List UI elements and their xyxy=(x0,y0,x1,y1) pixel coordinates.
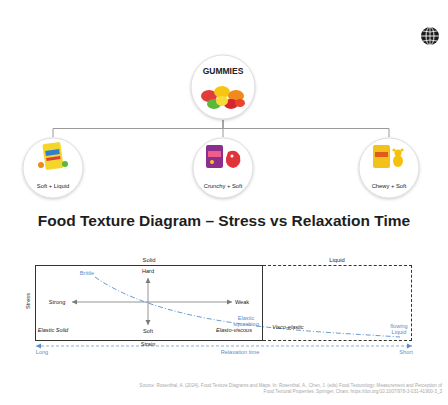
chart-label: Soft xyxy=(143,328,153,334)
circle-shape xyxy=(359,138,419,198)
chart-label: Strain xyxy=(141,341,156,347)
sour-candy-packet xyxy=(38,142,68,170)
chart-label: Visco-elastic xyxy=(272,324,303,330)
chart-label: Short xyxy=(399,349,412,355)
chart-label: flowing Liquid xyxy=(388,323,410,335)
relaxation-time-arrow xyxy=(36,346,412,347)
texture-curve xyxy=(95,277,400,337)
chewy-candy-packet xyxy=(373,145,404,168)
chart-label: Long xyxy=(36,349,48,355)
chart-label: Stress xyxy=(25,293,31,309)
circle-shape xyxy=(23,138,83,198)
globe-logo xyxy=(421,27,439,45)
diagram-title: Food Texture Diagram – Stress vs Relaxat… xyxy=(24,211,424,231)
texture-circle: Chewy + Soft xyxy=(358,137,420,199)
chart-label: Strong xyxy=(49,299,65,305)
node-label: Chewy + Soft xyxy=(358,183,420,189)
node-label: Soft + Liquid xyxy=(22,183,84,189)
category-circle: GUMMIES xyxy=(190,54,256,120)
circle-shape xyxy=(193,138,253,198)
node-label: Solid xyxy=(36,257,262,263)
axis-arrows xyxy=(72,278,232,325)
chart-label: Weak xyxy=(235,299,249,305)
chart-label: Elastic squashing xyxy=(231,315,261,327)
tree-connector xyxy=(53,120,223,137)
texture-circle: Crunchy + Soft xyxy=(192,137,254,199)
chart-label: Elastic Solid xyxy=(38,327,68,333)
circle-outline xyxy=(22,137,84,199)
texture-circle: Soft + Liquid xyxy=(22,137,84,199)
circle-outline xyxy=(358,137,420,199)
chart-label: Elasto-viscous xyxy=(216,327,252,333)
chart-label: Hard xyxy=(142,268,154,274)
circle-outline xyxy=(190,54,256,120)
source-caption: Source: Rosenthal, A. (2024). Food Textu… xyxy=(130,383,442,395)
node-label: Liquid xyxy=(263,257,411,263)
gummies-pile xyxy=(201,86,245,109)
node-label: GUMMIES xyxy=(190,67,256,76)
node-label: Crunchy + Soft xyxy=(192,183,254,189)
chart-label: Relaxation time xyxy=(221,349,260,355)
chart-label: Brittle xyxy=(80,270,94,276)
circle-shape xyxy=(191,55,255,119)
crunchy-candy-packet xyxy=(206,145,240,168)
circle-outline xyxy=(192,137,254,199)
tree-connector xyxy=(223,120,389,137)
